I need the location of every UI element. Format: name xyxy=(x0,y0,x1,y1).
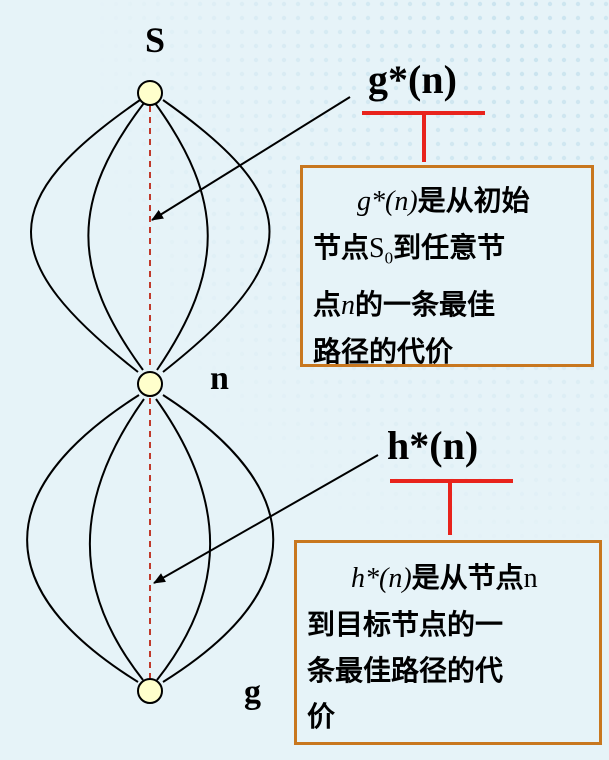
h-desc-line-2: 到目标节点的一 xyxy=(307,608,504,641)
h-description-box: h*(n)是从节点n 到目标节点的一 条最佳路径的代 价 xyxy=(294,540,602,745)
node-g xyxy=(137,678,163,704)
upper-curve-4 xyxy=(162,99,271,373)
g-bracket xyxy=(362,111,485,162)
g-desc-math: g*(n) xyxy=(357,186,418,217)
h-desc-line-1: h*(n)是从节点n xyxy=(351,561,538,594)
node-s xyxy=(137,80,163,106)
g-description-box: g*(n)是从初始 节点S0到任意节 点n的一条最佳 路径的代价 xyxy=(300,165,594,368)
node-s-label: S xyxy=(145,20,166,60)
node-g-label: g xyxy=(244,674,261,711)
g-annotation-arrow xyxy=(151,96,351,221)
lower-curve-3 xyxy=(155,398,211,681)
upper-curve-1 xyxy=(30,99,141,373)
g-desc-line-1: g*(n)是从初始 xyxy=(357,184,530,217)
g-desc-line-2: 节点S0到任意节 xyxy=(313,231,506,268)
g-star-title: g*(n) xyxy=(368,57,457,102)
lower-curve-4 xyxy=(162,394,275,683)
h-bracket xyxy=(390,479,513,535)
node-n xyxy=(137,371,163,397)
node-n-label: n xyxy=(210,360,229,397)
upper-curve-3 xyxy=(154,102,209,371)
h-desc-math: h*(n) xyxy=(351,563,412,594)
h-desc-line-3: 条最佳路径的代 xyxy=(307,654,504,687)
upper-curve-2 xyxy=(87,102,145,371)
g-desc-line-4: 路径的代价 xyxy=(313,334,454,368)
h-annotation-arrow xyxy=(153,454,379,584)
h-star-title: h*(n) xyxy=(387,423,479,468)
h-desc-line-4: 价 xyxy=(307,700,336,733)
g-desc-line-3: 点n的一条最佳 xyxy=(313,287,496,321)
upper-path-curves xyxy=(30,99,271,373)
lower-curve-2 xyxy=(89,398,145,681)
lower-path-curves xyxy=(26,394,275,683)
lower-curve-1 xyxy=(26,394,140,683)
